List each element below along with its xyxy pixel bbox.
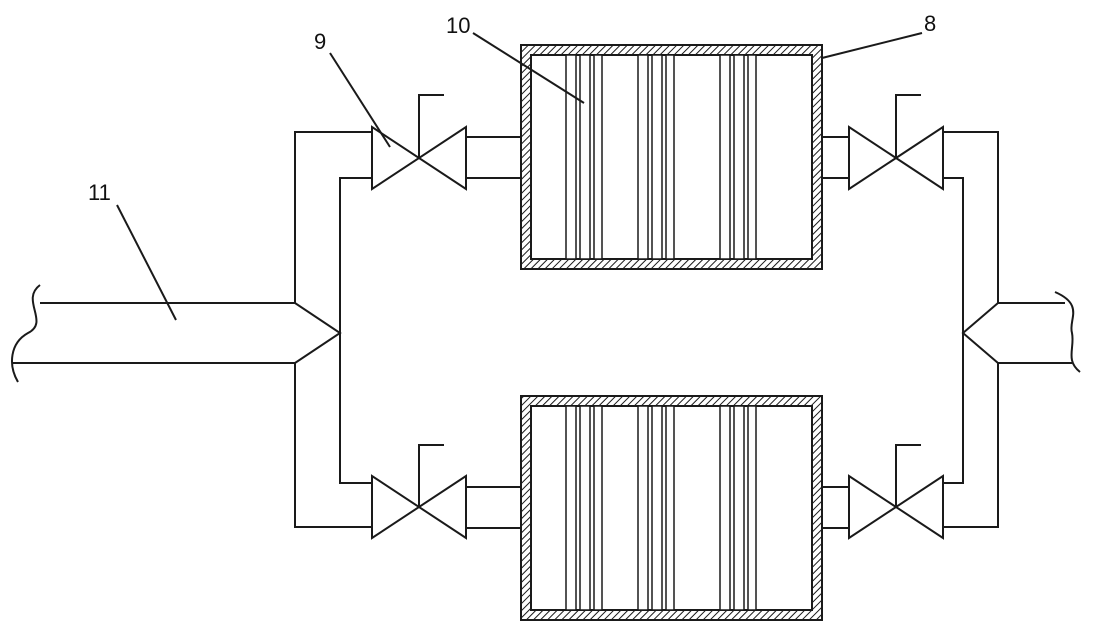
label-housing: 8 [924, 11, 936, 36]
filter-plate-group-6 [719, 405, 757, 611]
valve-top-left [371, 94, 467, 191]
label-plate: 10 [446, 13, 470, 38]
label-valve: 9 [314, 29, 326, 54]
filter-plate-group-2 [637, 54, 675, 260]
inlet-manifold [294, 131, 372, 528]
valve-bottom-right [848, 444, 944, 540]
filter-plate-group-1 [565, 54, 603, 260]
filter-plate-group-3 [719, 54, 757, 260]
valve-bottom-left [371, 444, 467, 540]
outlet-pipe [961, 291, 1081, 373]
connector-pipes [466, 136, 849, 529]
label-pipe: 11 [88, 180, 111, 205]
valve-top-right [848, 94, 944, 191]
filter-plate-group-5 [637, 405, 675, 611]
inlet-pipe [11, 284, 342, 383]
outlet-manifold [943, 131, 999, 528]
filter-housing-top [520, 44, 823, 270]
filter-housing-bottom [520, 395, 823, 621]
filter-plate-group-4 [565, 405, 603, 611]
leader-lines [116, 32, 923, 321]
